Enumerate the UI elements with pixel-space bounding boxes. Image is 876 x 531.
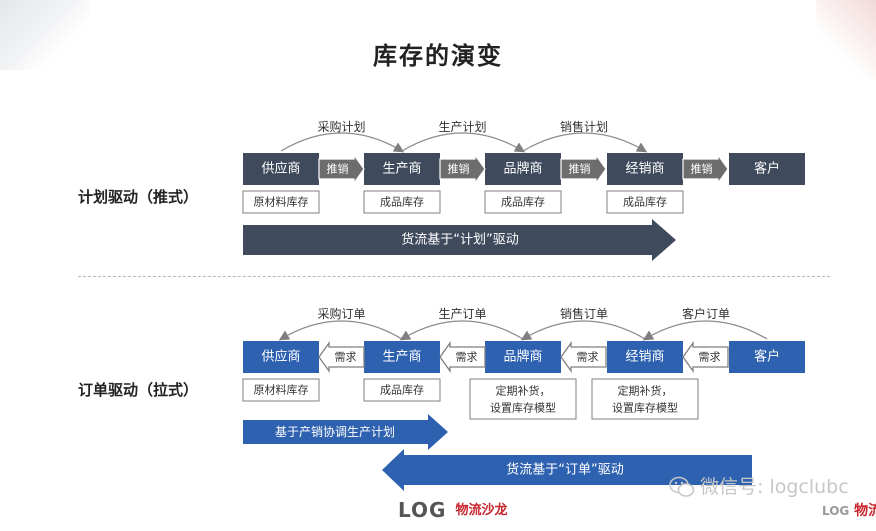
pull-stage-box: [243, 341, 319, 373]
pull-connector-arrow: [682, 340, 729, 374]
push-connector-label: 推销: [691, 162, 713, 176]
push-inventory-box: [484, 190, 562, 214]
push-plan-arc: [522, 132, 648, 153]
push-connector-label: 推销: [569, 162, 591, 176]
push-stage-box: [243, 153, 319, 185]
pull-inventory-label: 定期补货，: [496, 384, 551, 398]
push-section-label: 计划驱动（推式）: [78, 188, 199, 206]
push-stage-box: [485, 153, 561, 185]
push-stage-label: 客户: [754, 161, 780, 177]
pull-stage-label: 品牌商: [503, 349, 542, 365]
pull-order-arc: [278, 320, 403, 341]
push-inventory-box: [606, 190, 684, 214]
corner-decoration-right: [816, 0, 876, 80]
logo-cn: 物流沙龙: [455, 503, 508, 518]
section-divider: [78, 276, 830, 277]
push-stage-box: [607, 153, 683, 185]
push-inventory-label: 成品库存: [380, 195, 424, 209]
push-connector-label: 推销: [448, 162, 470, 176]
push-stage-label: 供应商: [261, 161, 300, 177]
push-flow-label: 货流基于“计划”驱动: [401, 232, 518, 248]
pull-connector-label: 需求: [335, 351, 357, 364]
push-connector-arrow: [560, 153, 607, 185]
logo-text: LOG: [398, 498, 447, 522]
wechat-icon: [669, 476, 695, 497]
logo-right-text: LOG: [822, 504, 850, 518]
pull-inventory-label: 原材料库存: [254, 383, 309, 397]
pull-stage-box: [607, 341, 683, 373]
push-stage-box: [364, 153, 440, 185]
push-inventory-box: [363, 190, 441, 214]
push-connector-arrow: [439, 153, 486, 185]
pull-stage-label: 生产商: [382, 350, 421, 365]
pull-order-label: 采购订单: [317, 306, 365, 321]
pull-inventory-box: [242, 378, 320, 402]
pull-connector-label: 需求: [456, 351, 478, 364]
push-connector-arrow: [318, 153, 365, 185]
pull-flow-label: 货流基于“订单”驱动: [506, 462, 623, 478]
page-title: 库存的演变: [373, 42, 503, 70]
pull-connector-arrow: [318, 340, 365, 374]
pull-coordination-arrow: [243, 414, 448, 450]
push-connector-arrow: [682, 153, 729, 185]
pull-connector-label: 需求: [699, 351, 721, 364]
pull-order-arc: [520, 320, 646, 341]
pull-inventory-label: 成品库存: [380, 383, 424, 397]
pull-inventory-box: [363, 378, 441, 402]
pull-flow-arrow: [382, 449, 752, 491]
push-stage-label: 生产商: [382, 162, 421, 177]
pull-connector-label: 需求: [577, 351, 599, 364]
corner-decoration: [0, 0, 90, 70]
wechat-watermark: 微信号: logclubc: [700, 476, 849, 498]
pull-stage-label: 客户: [754, 349, 780, 365]
push-plan-label: 采购计划: [317, 119, 365, 134]
pull-order-arc: [399, 320, 524, 341]
pull-order-arc: [642, 320, 768, 341]
pull-connector-arrow: [439, 340, 486, 374]
logo: LOG 物流沙龙: [398, 498, 508, 526]
pull-stage-box: [364, 341, 440, 373]
push-connector-label: 推销: [327, 162, 349, 176]
push-plan-label: 销售计划: [560, 119, 608, 134]
pull-connector-arrow: [560, 340, 607, 374]
push-inventory-box: [242, 190, 320, 214]
pull-inventory-label: 设置库存模型: [612, 401, 678, 415]
pull-coordination-label: 基于产销协调生产计划: [275, 424, 395, 439]
push-stage-box: [729, 153, 805, 185]
pull-stage-label: 供应商: [261, 349, 300, 365]
push-inventory-label: 成品库存: [623, 195, 667, 209]
pull-section-label: 订单驱动（拉式）: [78, 381, 199, 399]
pull-order-label: 生产订单: [438, 307, 486, 321]
pull-inventory-box: [591, 378, 699, 420]
logo-right-cn: 物流: [854, 503, 876, 519]
pull-stage-box: [485, 341, 561, 373]
pull-inventory-label: 定期补货，: [618, 384, 673, 398]
pull-inventory-label: 设置库存模型: [490, 401, 556, 415]
pull-order-label: 客户订单: [682, 306, 730, 321]
push-plan-arc: [280, 132, 405, 153]
push-inventory-label: 成品库存: [501, 195, 545, 209]
logo-right: LOG 物流: [822, 500, 876, 520]
push-plan-label: 生产计划: [438, 120, 486, 134]
push-plan-arc: [401, 132, 526, 153]
pull-order-label: 销售订单: [560, 306, 608, 321]
push-stage-label: 经销商: [625, 162, 664, 177]
pull-stage-label: 经销商: [625, 350, 664, 365]
pull-inventory-box: [469, 378, 577, 420]
push-flow-arrow: [243, 219, 676, 261]
push-inventory-label: 原材料库存: [254, 195, 309, 209]
push-stage-label: 品牌商: [503, 161, 542, 177]
pull-stage-box: [729, 341, 805, 373]
